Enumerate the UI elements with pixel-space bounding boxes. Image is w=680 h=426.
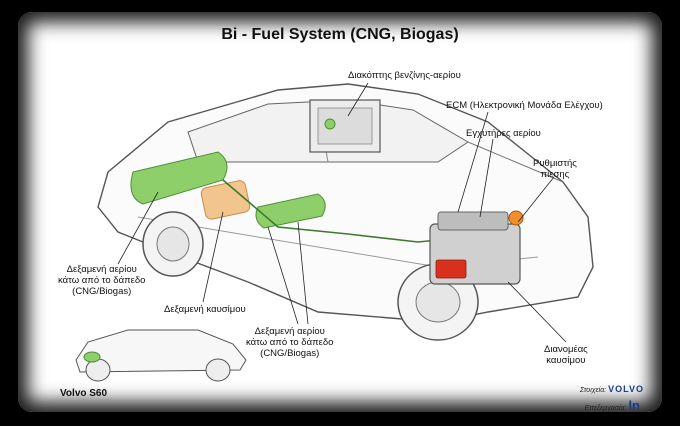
label-mid-tank-line1: Δεξαμενή αερίου	[254, 326, 325, 337]
hood-line	[467, 141, 564, 183]
label-rear-tank-line2: κάτω από το δάπεδο	[58, 275, 146, 286]
label-distributor-line1: Διανομέας	[544, 344, 588, 355]
inset-car-body	[75, 329, 247, 373]
diagram-panel: Bi - Fuel System (CNG, Biogas) Διακόπτης…	[18, 12, 662, 412]
front-wheel-hub	[415, 281, 461, 323]
edit-credit: Επεξεργασία:ln	[585, 398, 640, 412]
leader-mid-tank-2	[297, 221, 309, 325]
edit-credit-label: Επεξεργασία:	[584, 405, 627, 412]
label-distributor-line2: καυσίμου	[546, 355, 586, 366]
leader-rear-tank	[117, 191, 159, 265]
label-switch: Διακόπτης βενζίνης-αερίου	[348, 70, 461, 81]
label-fuel-tank: Δεξαμενή καυσίμου	[164, 304, 246, 315]
label-mid-tank: Δεξαμενή αερίου κάτω από το δάπεδο (CNG/…	[246, 326, 333, 359]
volvo-logo: VOLVO	[608, 384, 644, 394]
data-credit-label: Στοιχεία:	[579, 387, 607, 394]
label-rear-tank-line1: Δεξαμενή αερίου	[66, 264, 137, 275]
label-injectors: Εγχυτήρες αερίου	[466, 128, 541, 139]
car-diagram	[75, 82, 594, 382]
label-mid-tank-line2: κάτω από το δάπεδο	[246, 337, 334, 348]
inset-rear-wheel	[85, 358, 111, 382]
label-rear-tank: Δεξαμενή αερίου κάτω από το δάπεδο (CNG/…	[58, 264, 145, 297]
leader-distributor	[507, 281, 567, 343]
diagram-title: Bi - Fuel System (CNG, Biogas)	[221, 26, 459, 43]
label-regulator: Ρυθμιστής πίεσης	[533, 158, 577, 180]
regulator-unit	[508, 210, 524, 226]
engine-red-part	[435, 259, 467, 279]
editor-logo: ln	[628, 398, 640, 412]
gas-line	[222, 179, 439, 243]
label-distributor: Διανομέας καυσίμου	[544, 344, 588, 366]
leader-switch	[347, 82, 369, 117]
switch-knob	[324, 118, 336, 130]
leader-fuel-tank	[202, 211, 224, 303]
leader-injectors	[479, 138, 494, 218]
data-credit: Στοιχεία:VOLVO	[580, 384, 644, 394]
engine-manifold	[437, 211, 509, 231]
leader-regulator	[517, 176, 555, 223]
inset-gas-tank	[83, 351, 101, 363]
mid-gas-tank	[255, 193, 326, 229]
label-regulator-line1: Ρυθμιστής	[533, 158, 577, 169]
label-regulator-line2: πίεσης	[540, 169, 570, 180]
rear-wheel-hub	[156, 226, 190, 262]
label-mid-tank-line3: (CNG/Biogas)	[260, 348, 320, 359]
fuel-tank	[200, 180, 251, 220]
leader-ecm	[457, 111, 489, 213]
inset-front-wheel	[205, 358, 231, 382]
leader-mid-tank-1	[267, 226, 299, 325]
label-ecm: ECM (Ηλεκτρονική Μονάδα Ελέγχου)	[446, 100, 603, 111]
label-rear-tank-line3: (CNG/Biogas)	[72, 286, 132, 297]
model-name: Volvo S60	[60, 388, 108, 399]
